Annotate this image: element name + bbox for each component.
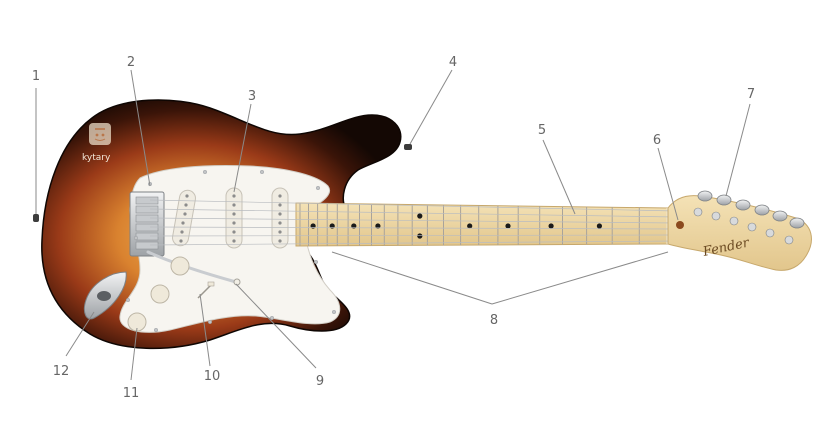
callout-leaders — [35, 69, 751, 381]
fret-markers — [310, 213, 603, 239]
fret-marker — [467, 223, 473, 229]
callout-1: 1 — [32, 69, 40, 84]
svg-text:kytary: kytary — [82, 153, 111, 163]
fret-marker — [351, 223, 357, 229]
middle-pickup — [225, 187, 243, 249]
callout-11: 11 — [123, 386, 140, 401]
fret-marker — [417, 213, 423, 219]
callout-8: 8 — [490, 313, 498, 328]
callout-3: 3 — [248, 89, 256, 104]
callout-7: 7 — [747, 87, 755, 102]
truss-rod-nut — [676, 221, 684, 229]
strap-button-horn — [404, 144, 412, 150]
callout-numbers: 1 2 3 4 5 6 7 8 9 10 11 12 — [32, 55, 755, 401]
fret-marker — [417, 233, 423, 239]
callout-2: 2 — [127, 55, 135, 70]
callout-9: 9 — [316, 374, 324, 389]
strings — [149, 199, 677, 246]
watermark-logo: kytary — [82, 123, 111, 163]
strap-button-bottom — [33, 214, 39, 222]
callout-12: 12 — [53, 364, 70, 379]
volume-knob — [170, 256, 190, 276]
output-jack — [97, 291, 111, 301]
fret-marker — [596, 223, 603, 229]
tuning-machines — [693, 190, 805, 245]
fret-marker — [375, 223, 381, 229]
fret-marker — [505, 223, 511, 229]
fret-marker — [548, 223, 554, 229]
fret-marker — [329, 223, 335, 229]
pickguard-screws — [125, 169, 337, 333]
callout-6: 6 — [653, 133, 661, 148]
callout-5: 5 — [538, 123, 546, 138]
neck-pickup — [271, 187, 289, 249]
callout-4: 4 — [449, 55, 457, 70]
tone-knob-1 — [150, 284, 170, 304]
callout-10: 10 — [204, 369, 221, 384]
